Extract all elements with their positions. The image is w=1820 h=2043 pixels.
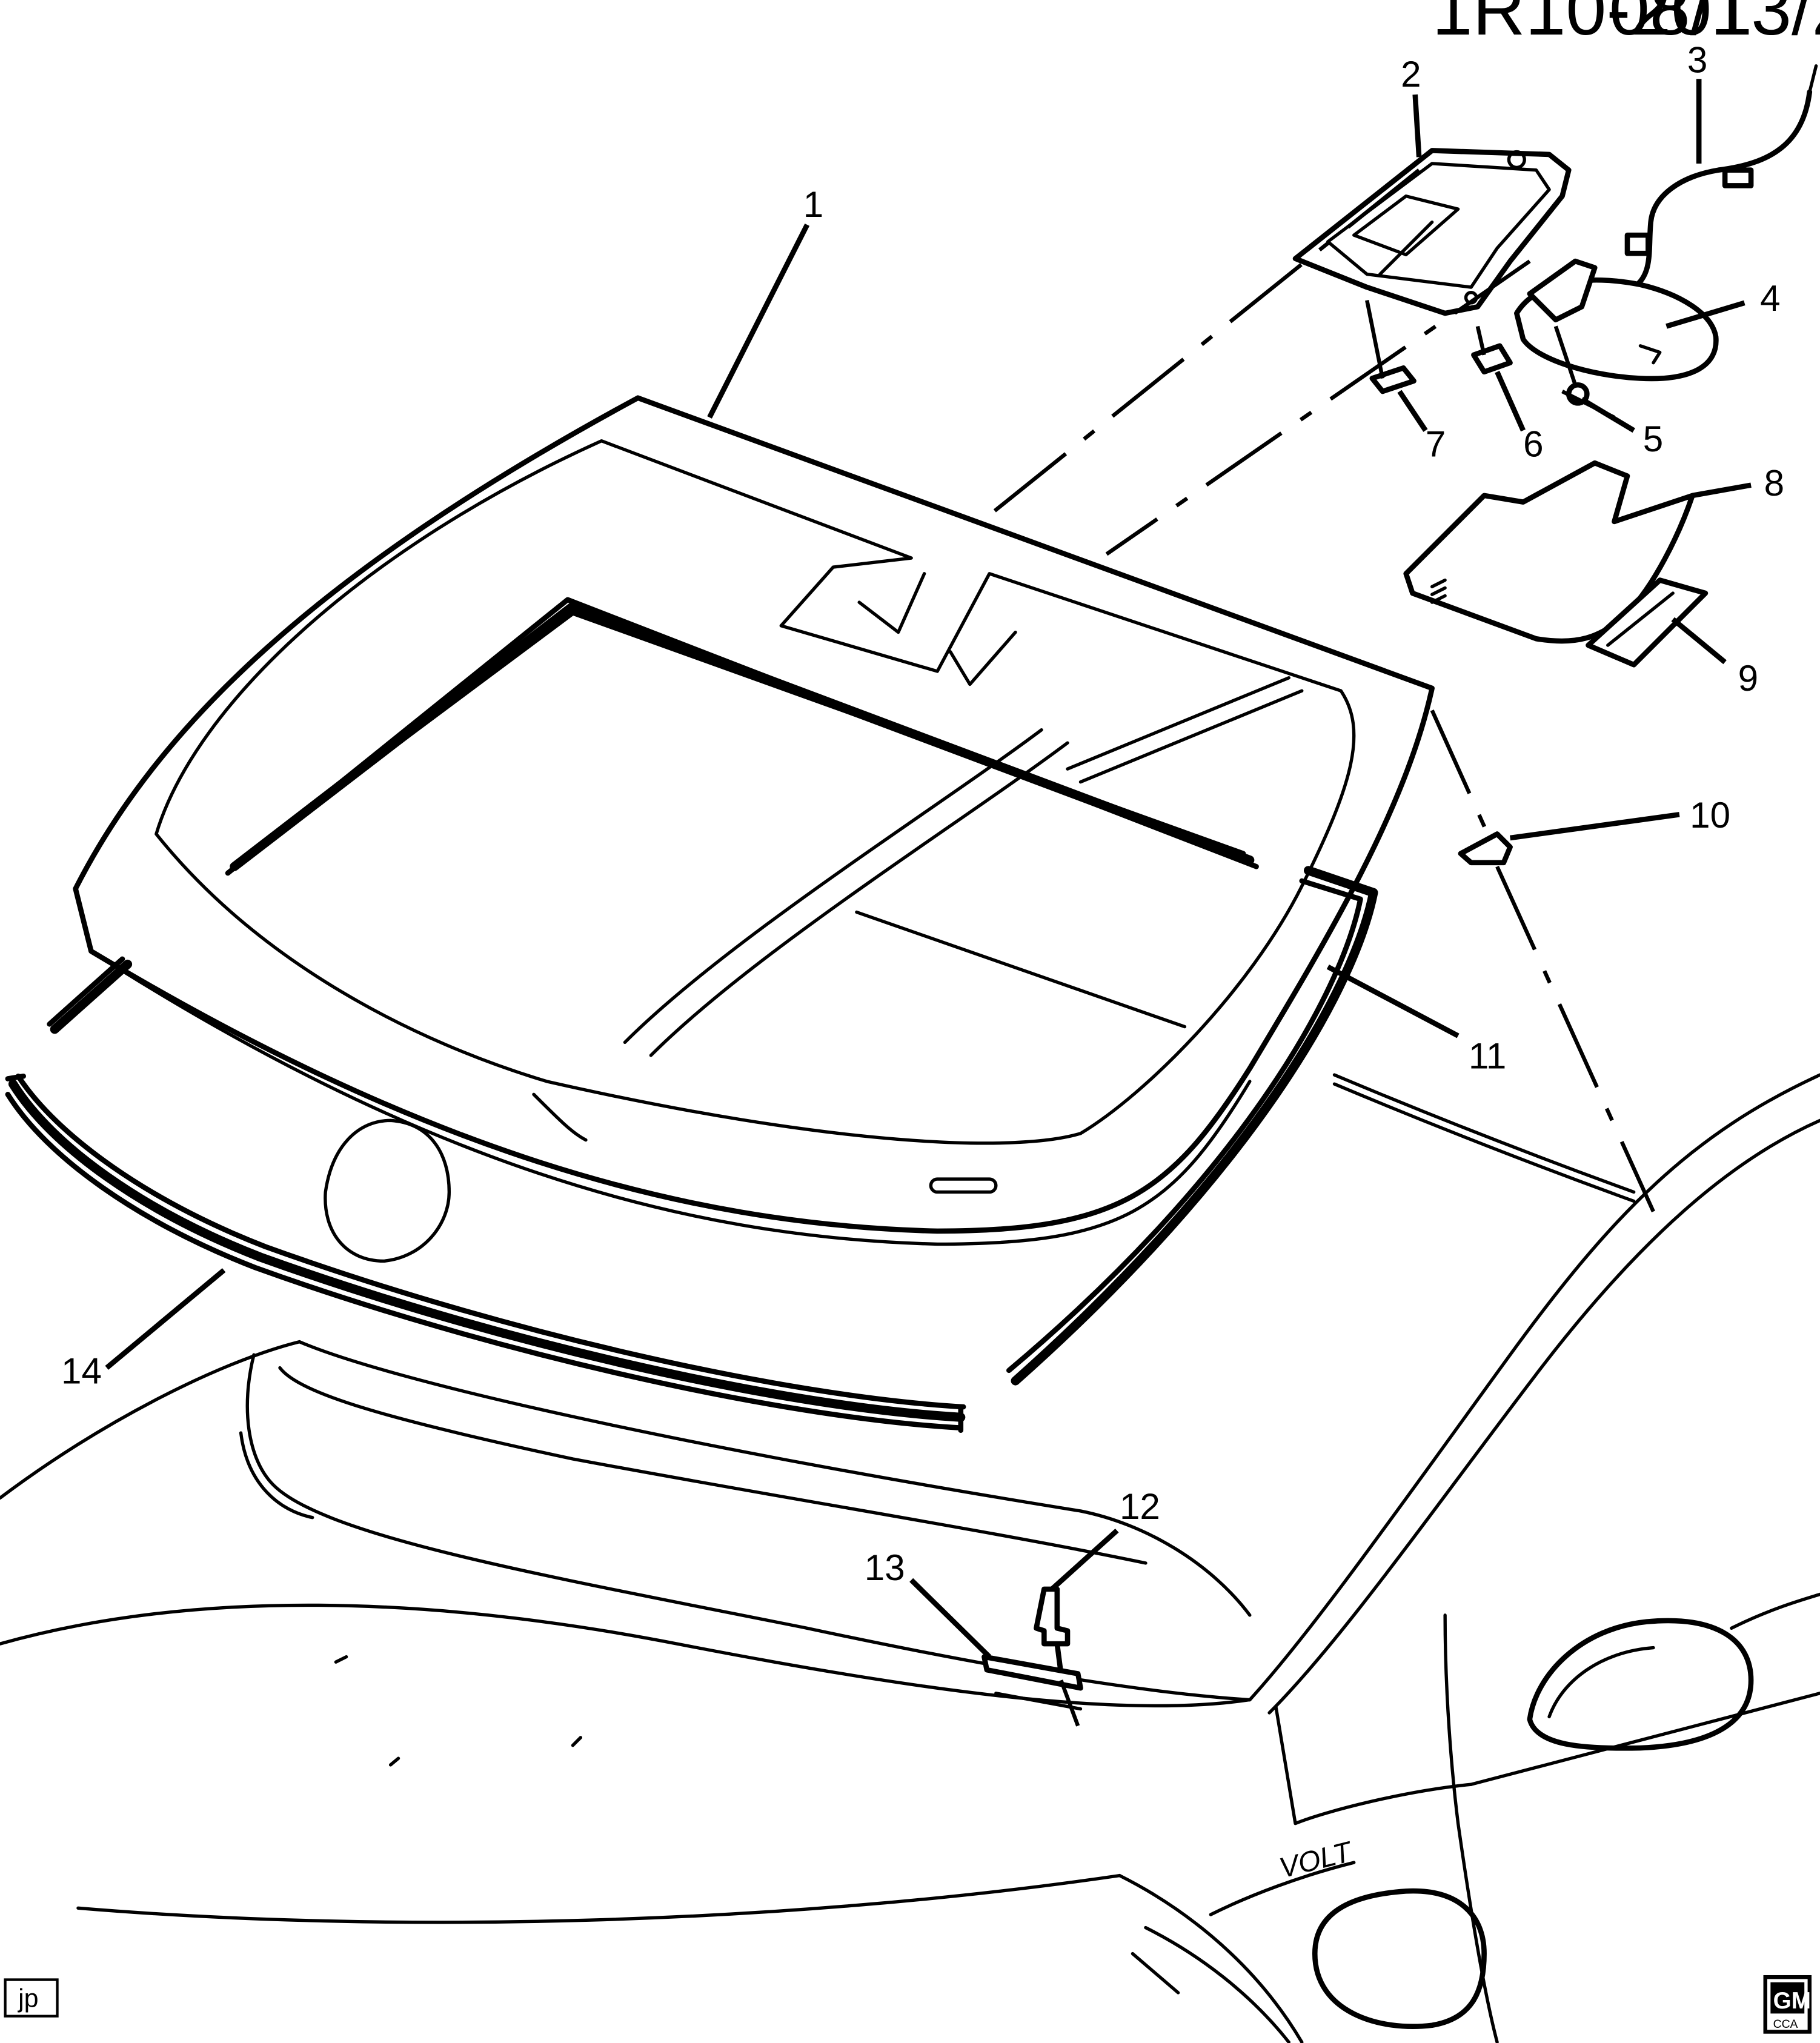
part-13-plate: [981, 1654, 1083, 1711]
callout-8: 8: [1764, 463, 1784, 503]
initials-text: jp: [17, 1984, 38, 2013]
part-12-stud: [1034, 1586, 1071, 1676]
callout-labels: 1 2 3 4 5 6 7 8 9 10 11 12 13 14: [61, 40, 1784, 1588]
initials-box: jp: [4, 1978, 59, 2018]
part-2-mirror-bracket: [1292, 148, 1572, 316]
callout-7: 7: [1426, 424, 1446, 464]
gm-logo-text: GM: [1773, 1988, 1811, 2014]
part-10-clip: [1458, 831, 1513, 866]
vehicle-body-outline: [0, 1073, 1820, 2043]
part-11-seal-strip: [47, 597, 1378, 1386]
gm-logo: GM CCA: [1763, 1975, 1812, 2034]
diagram-code: 1R10-201: [1432, 0, 1753, 50]
callout-2: 2: [1401, 54, 1421, 95]
assembly-lines: [988, 168, 1655, 1727]
callout-10: 10: [1690, 795, 1730, 835]
vehicle-badge: VOLT: [1276, 1835, 1356, 1884]
callout-3: 3: [1687, 40, 1707, 81]
part-7-clip: [1369, 365, 1416, 394]
callout-5: 5: [1643, 419, 1663, 459]
gm-logo-subtext: CCA: [1773, 2018, 1798, 2031]
callout-12: 12: [1120, 1486, 1160, 1527]
callout-1: 1: [803, 184, 823, 225]
part-6-clip: [1471, 343, 1513, 375]
callout-14: 14: [61, 1350, 102, 1391]
part-1-windshield: [73, 395, 1435, 1246]
part-14-lower-molding: [5, 1073, 966, 1433]
leader-lines: [105, 79, 1752, 1659]
callout-9: 9: [1738, 658, 1758, 699]
part-3-wiring-harness: [1624, 64, 1818, 290]
part-9-sensor-bracket: [1586, 577, 1709, 668]
callout-13: 13: [865, 1547, 905, 1588]
diagram-date: 08/13/2015: [1609, 0, 1820, 50]
callout-4: 4: [1760, 278, 1780, 319]
callout-11: 11: [1469, 1035, 1506, 1076]
callout-6: 6: [1523, 424, 1543, 464]
